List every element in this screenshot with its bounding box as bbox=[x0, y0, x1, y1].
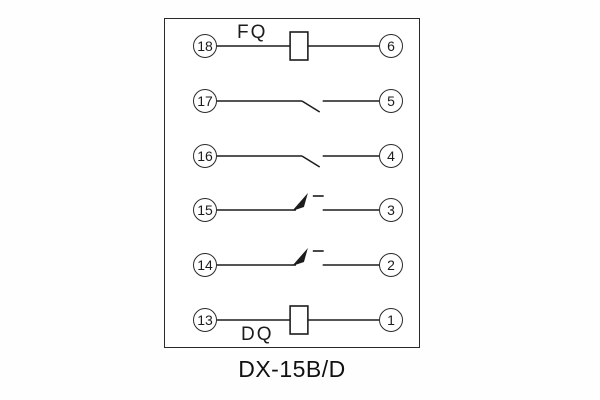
contact-row: 14 2 bbox=[193, 240, 403, 290]
open-contact-symbol bbox=[217, 154, 379, 168]
terminal-circle-right: 1 bbox=[379, 307, 403, 332]
contact-row: 18 6 bbox=[193, 21, 403, 71]
contact-row: 15 3 bbox=[193, 185, 403, 235]
contact-row: 16 4 bbox=[193, 131, 403, 181]
coil-symbol bbox=[217, 304, 379, 335]
dq-coil-label: DQ bbox=[241, 324, 274, 345]
contact-row: 13 1 bbox=[193, 295, 403, 345]
terminal-circle-right: 3 bbox=[379, 198, 403, 223]
terminal-circle-left: 13 bbox=[193, 307, 217, 332]
arrow-contact-symbol bbox=[217, 193, 379, 212]
terminal-circle-right: 5 bbox=[379, 88, 403, 113]
terminal-circle-right: 2 bbox=[379, 252, 403, 277]
terminal-circle-right: 4 bbox=[379, 143, 403, 168]
terminal-circle-left: 18 bbox=[193, 34, 217, 59]
relay-outline-box: FQ DQ 18 6 17 5 16 bbox=[164, 18, 420, 348]
terminal-circle-right: 6 bbox=[379, 34, 403, 59]
terminal-circle-left: 16 bbox=[193, 143, 217, 168]
terminal-circle-left: 17 bbox=[193, 88, 217, 113]
fq-coil-label: FQ bbox=[237, 22, 268, 43]
terminal-circle-left: 15 bbox=[193, 198, 217, 223]
arrow-contact-symbol bbox=[217, 247, 379, 266]
coil-symbol bbox=[217, 31, 379, 62]
open-contact-symbol bbox=[217, 100, 379, 113]
contact-row: 17 5 bbox=[193, 76, 403, 126]
model-title: DX-15B/D bbox=[238, 356, 346, 382]
terminal-circle-left: 14 bbox=[193, 252, 217, 277]
